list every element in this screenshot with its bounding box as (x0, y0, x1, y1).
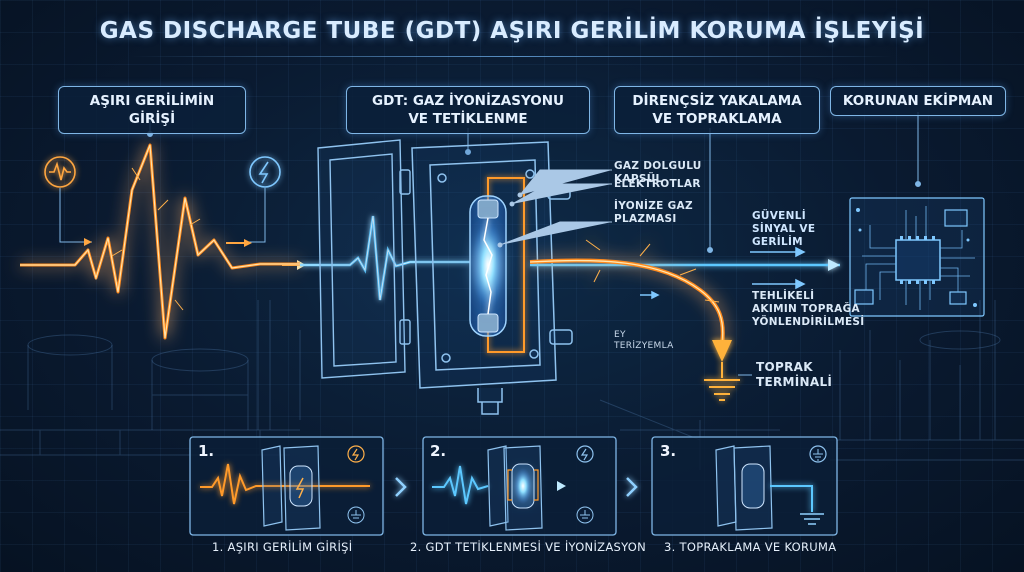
chip-traces (862, 206, 975, 310)
label-danger-current: TEHLİKELİ AKIMIN TOPRAĞA YÖNLENDİRİLMESİ (752, 290, 865, 328)
ground-icon (704, 362, 740, 401)
header-gdt-ionization: GDT: GAZ İYONİZASYONU VE TETİKLENME (346, 86, 590, 134)
page-title: GAS DISCHARGE TUBE (GDT) AŞIRI GERİLİM K… (99, 18, 925, 44)
protected-chip (849, 197, 985, 317)
step-2-caption: 2. GDT TETİKLENMESİ VE İYONİZASYON (410, 540, 647, 554)
lightning-icon (249, 156, 281, 188)
ground-arrowhead (712, 340, 732, 362)
gdt-tube (469, 195, 507, 337)
label-ground-terminal: TOPRAK TERMİNALİ (756, 360, 833, 389)
protected-signal-line (530, 259, 840, 271)
header-surge-input: AŞIRI GERİLİMİN GİRİŞİ (58, 86, 246, 134)
label-gas-capsule: GAZ DOLGULU KAPSÜL (614, 160, 702, 185)
chip-pads (856, 208, 977, 307)
label-ionized-plasma: İYONİZE GAZ PLAZMASI (614, 200, 693, 225)
ground-surge-path (529, 239, 725, 346)
label-safe-signal: GÜVENLİ SİNYAL VE GERİLİM (752, 210, 816, 248)
step-3-number: 3. (660, 442, 677, 460)
step-2-number: 2. (430, 442, 447, 460)
step-1-number: 1. (198, 442, 215, 460)
label-ey-note: EY TERİZYEMLA (614, 330, 674, 351)
industrial-background (0, 300, 1024, 470)
label-arrows (640, 246, 806, 300)
waveform-icon (44, 156, 76, 188)
step-3-caption: 3. TOPRAKLAMA VE KORUMA (664, 540, 837, 554)
enclosure-door (317, 139, 411, 379)
chevron-right-icon (395, 477, 638, 497)
step-panel-3 (651, 436, 838, 536)
step3-illustration (660, 445, 827, 531)
step1-illustration (200, 445, 370, 531)
step2-illustration (432, 445, 594, 531)
surge-waveform (20, 143, 300, 340)
step-1-caption: 1. AŞIRI GERİLİM GİRİŞİ (212, 540, 353, 554)
title-divider (130, 56, 894, 57)
label-electrodes: ELEKTROTLAR (614, 178, 701, 190)
electrode-wires (487, 177, 525, 353)
header-clamp-ground: DİRENÇSİZ YAKALAMA VE TOPRAKLAMA (614, 86, 820, 134)
header-protected-equipment: KORUNAN EKİPMAN (830, 86, 1006, 116)
